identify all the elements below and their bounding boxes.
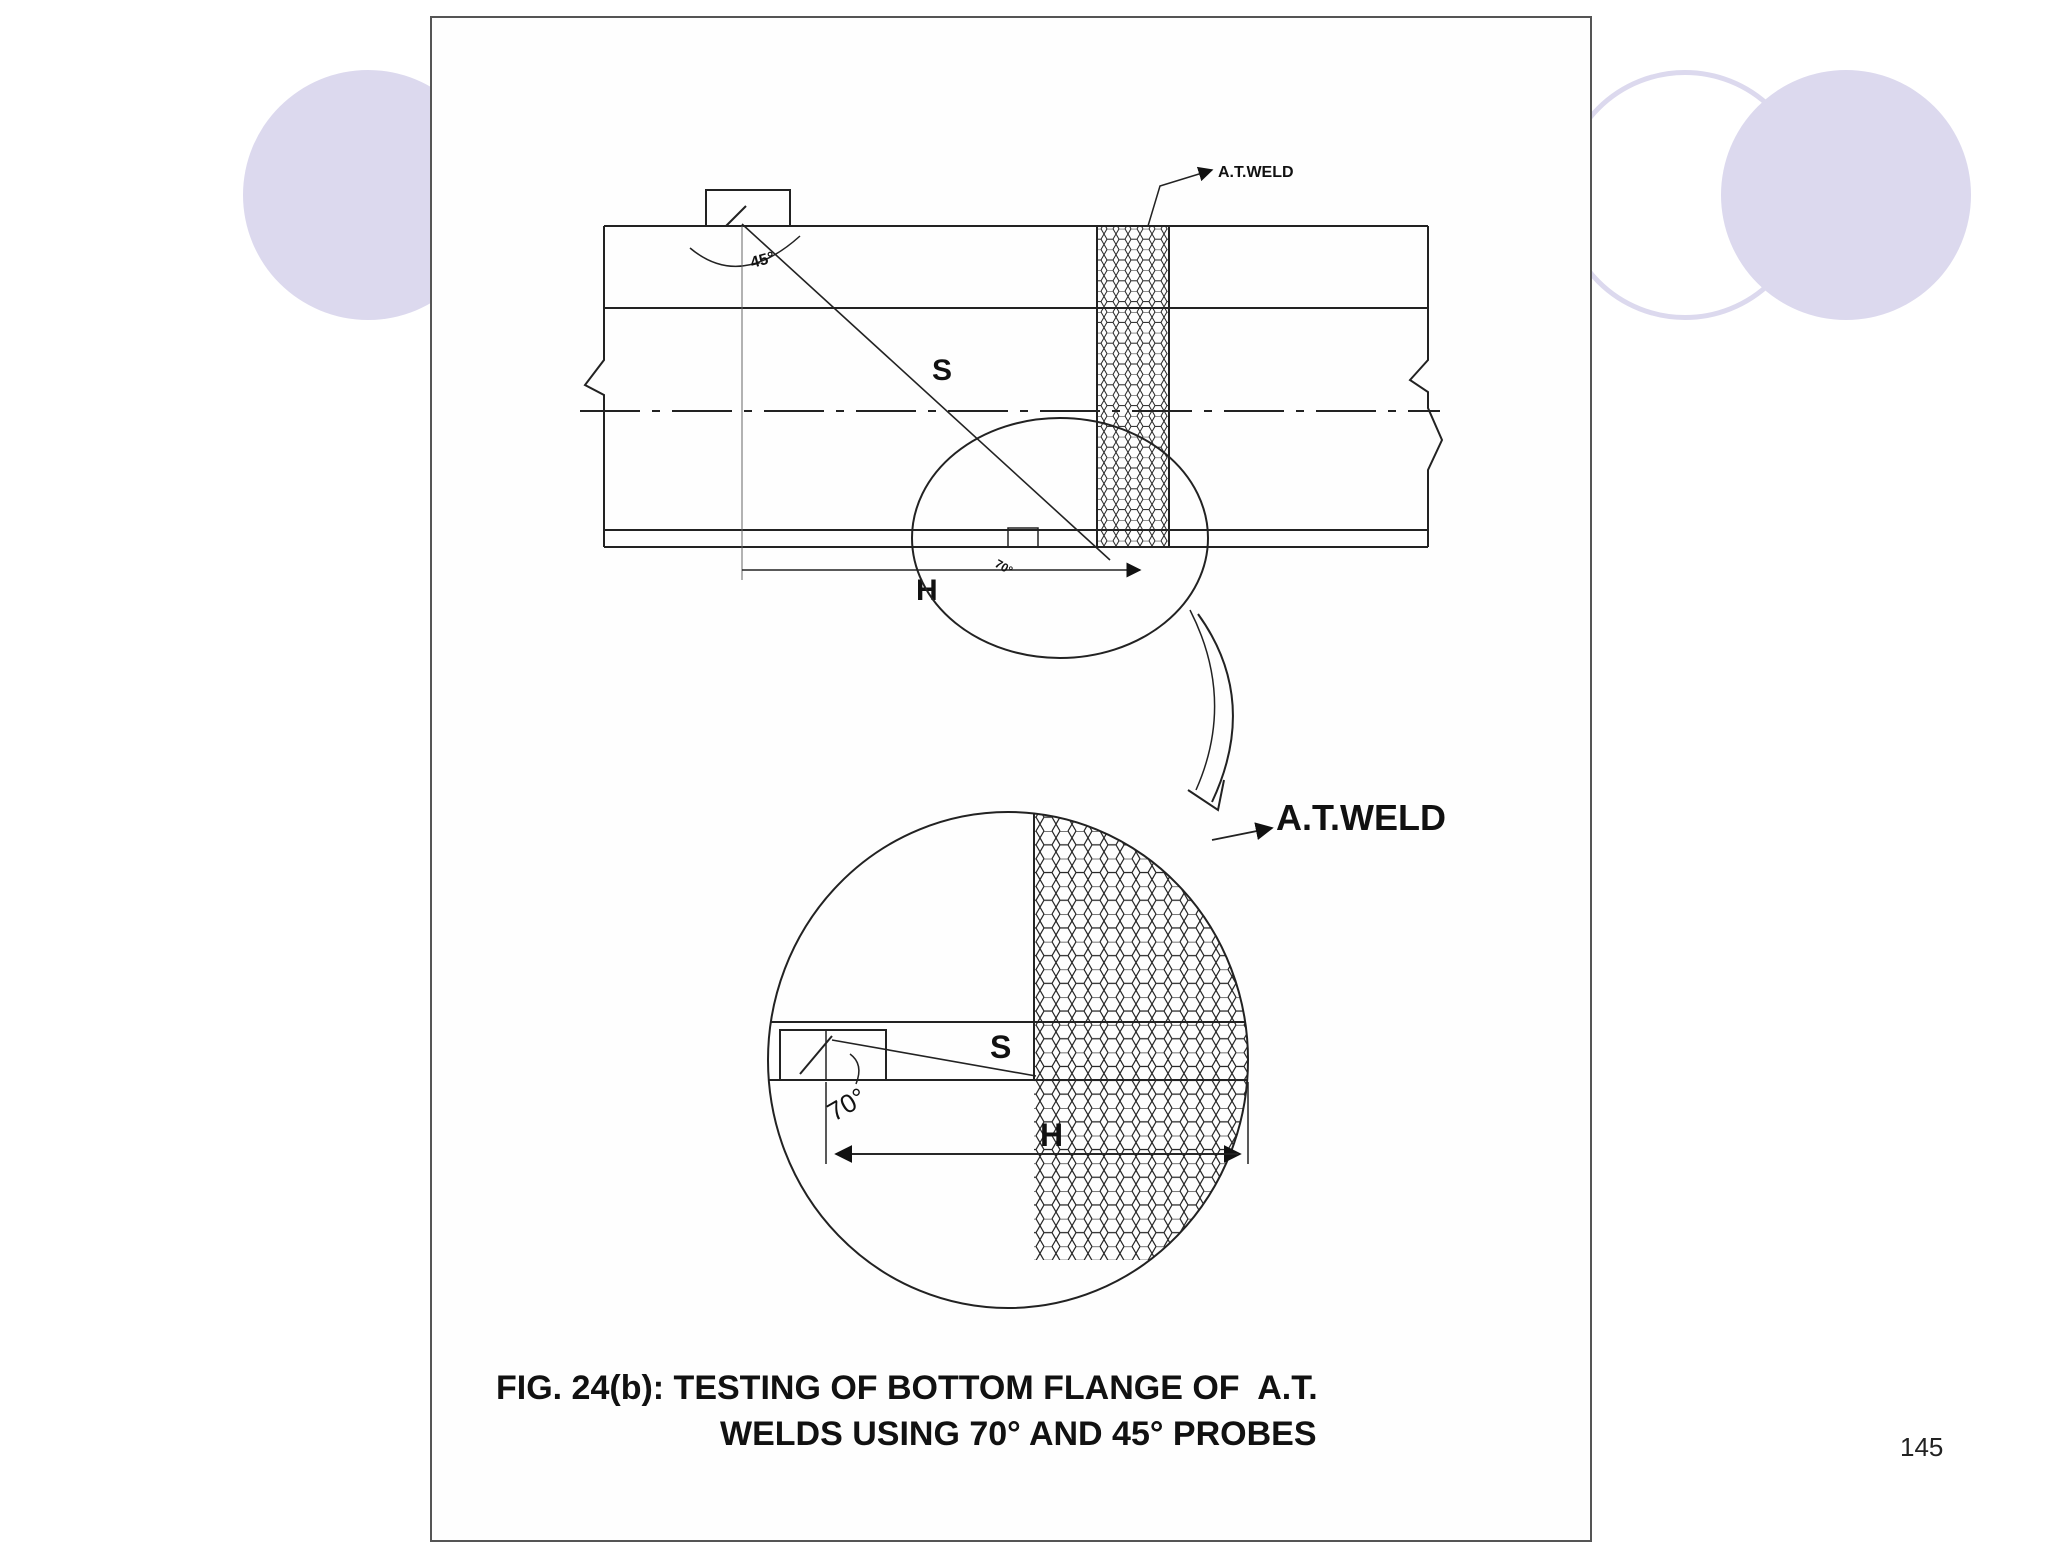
figure-caption: FIG. 24(b): TESTING OF BOTTOM FLANGE OF … [496,1365,1318,1457]
probe-45 [705,189,791,227]
rail-section [580,225,1444,548]
detail-s-label: S [990,1029,1011,1065]
caption-line-2: WELDS USING 70° AND 45° PROBES [720,1415,1317,1453]
probe-70-detail [779,1029,887,1081]
weld-leader-top [1147,166,1214,227]
detail-circle [767,811,1249,1309]
beam-path-s [741,223,1111,561]
decorative-circle-right [1721,70,1971,320]
top-s-label: S [932,354,952,387]
detail-arrow [1197,613,1234,803]
detail-h-label: H [1040,1117,1063,1153]
slide-number: 145 [1900,1432,1944,1462]
detail-angle-label: 70° [822,1082,871,1128]
caption-line-1: FIG. 24(b): TESTING OF BOTTOM FLANGE OF … [496,1369,1318,1407]
top-angle-label: 45° [749,249,777,272]
top-small-angle-label: 70° [993,556,1016,577]
detail-callout-circle [911,417,1209,659]
weld-zone-detail [1034,812,1248,1260]
beam-path-detail [831,1039,1037,1077]
probe-70-small [1007,527,1039,548]
weld-zone-top [1096,225,1170,548]
top-weld-label: A.T.WELD [1218,164,1294,181]
detail-weld-label: A.T.WELD [1276,797,1446,838]
